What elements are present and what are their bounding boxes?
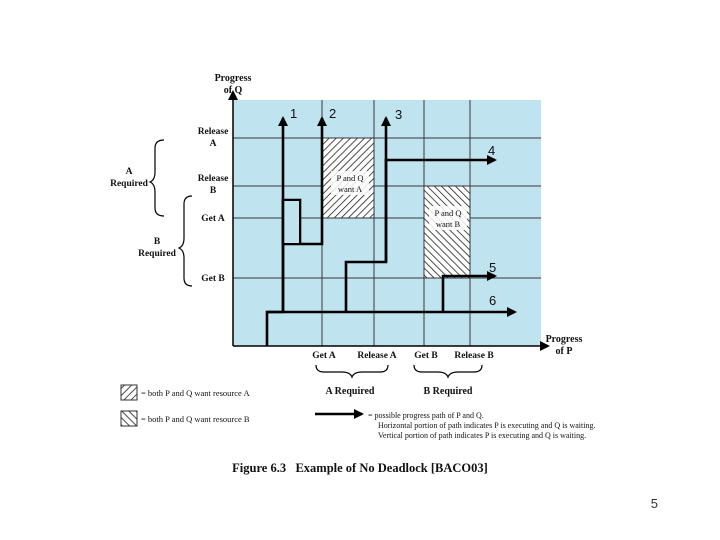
path-number-6: 6 <box>489 293 496 308</box>
progress-path-5 <box>441 271 497 312</box>
legend-hatch-b-text: = both P and Q want resource B <box>141 414 250 424</box>
region-want-b <box>423 185 471 279</box>
legend-swatch-hatch-b <box>120 410 138 427</box>
path-number-5: 5 <box>489 260 496 275</box>
region-b-label-1: P and Q <box>434 208 461 218</box>
bracket-p-a-label: A Required <box>326 386 375 397</box>
legend-swatch-hatch-a <box>120 384 138 401</box>
bracket-p-b-required <box>413 364 483 379</box>
path-number-2: 2 <box>329 106 336 121</box>
x-label-get-b: Get B <box>414 351 438 361</box>
bracket-q-b-label-2: Required <box>138 249 177 259</box>
figure-caption: Figure 6.3 Example of No Deadlock [BACO0… <box>232 461 488 475</box>
y-axis-title-1: Progress <box>215 73 252 84</box>
bracket-q-b-required <box>177 195 193 287</box>
y-axis-title-2: of Q <box>224 85 243 96</box>
y-label-release-a-1: Release <box>198 127 229 137</box>
bracket-q-a-required <box>148 139 165 217</box>
bracket-p-b-label: B Required <box>424 386 473 397</box>
bracket-p-a-required <box>315 364 389 379</box>
region-a-label-1: P and Q <box>336 173 363 183</box>
x-label-get-a: Get A <box>312 351 336 361</box>
path-number-4: 4 <box>488 143 495 158</box>
bracket-q-b-label-1: B <box>154 237 161 247</box>
bracket-q-a-label-2: Required <box>110 179 149 189</box>
y-label-release-b-1: Release <box>198 174 229 184</box>
bracket-q-a-label-1: A <box>126 167 133 177</box>
y-label-get-b: Get B <box>201 274 225 284</box>
legend-arrow-text-1: = possible progress path of P and Q. <box>368 411 484 420</box>
page-number: 5 <box>651 496 658 511</box>
x-axis-title-2: of P <box>556 346 573 357</box>
progress-path-4 <box>384 155 497 262</box>
y-label-get-a: Get A <box>201 214 225 224</box>
legend-hatch-a-text: = both P and Q want resource A <box>141 388 250 398</box>
y-label-release-a-2: A <box>210 139 217 149</box>
path-number-3: 3 <box>395 107 402 122</box>
x-axis-title-1: Progress <box>546 334 583 345</box>
legend-arrow-text-2: Horizontal portion of path indicates P i… <box>378 421 595 430</box>
region-a-label-2: want A <box>338 184 363 194</box>
legend-arrow-text-3: Vertical portion of path indicates P is … <box>378 431 586 440</box>
path-number-1: 1 <box>290 106 297 121</box>
x-label-release-b: Release B <box>454 351 494 361</box>
y-label-release-b-2: B <box>210 186 217 196</box>
progress-path-2 <box>281 116 327 312</box>
x-label-release-a: Release A <box>357 351 396 361</box>
region-b-label-2: want B <box>436 219 461 229</box>
